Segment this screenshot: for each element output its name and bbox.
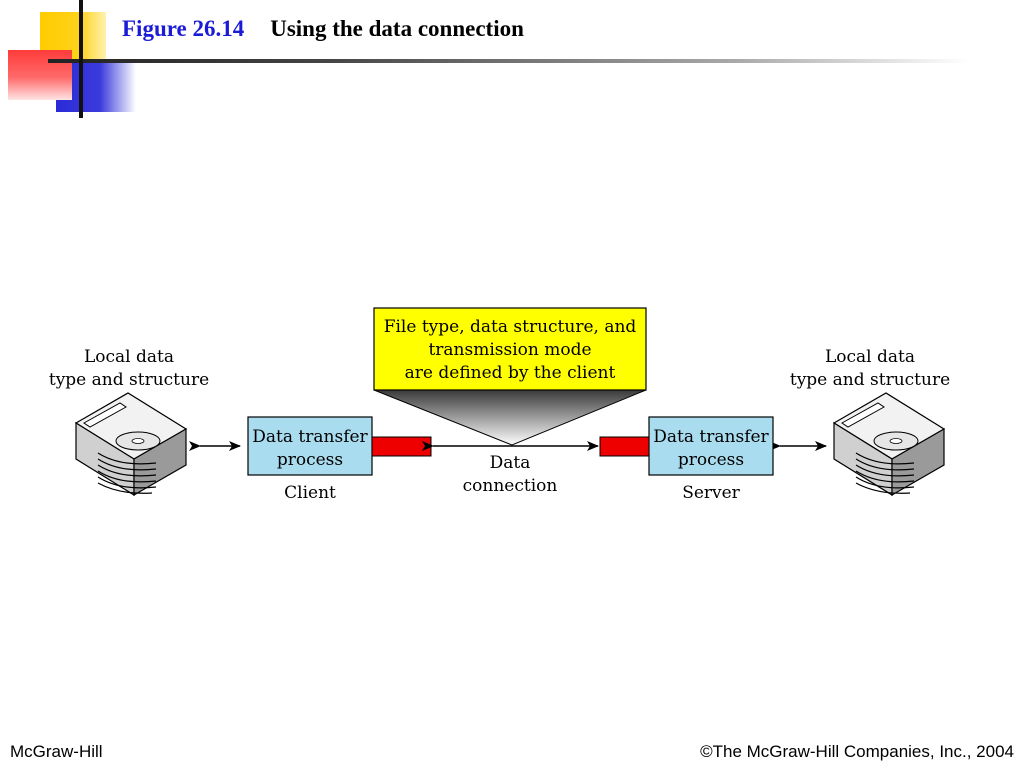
server-port <box>599 436 650 457</box>
callout-line-3: are defined by the client <box>405 363 616 383</box>
slide-title: Figure 26.14 Using the data connection <box>122 16 524 42</box>
connection-label-2: connection <box>463 476 558 496</box>
client-process-label-1: Data transfer <box>252 427 368 447</box>
client-port <box>371 436 432 457</box>
right-storage-label-1: Local data <box>825 347 915 367</box>
figure-title: Using the data connection <box>270 16 524 41</box>
right-storage-label-2: type and structure <box>790 370 950 390</box>
decor-horizontal-rule <box>48 59 968 63</box>
connection-label-1: Data <box>490 453 531 473</box>
callout-box <box>373 307 647 391</box>
callout-line-2: transmission mode <box>428 340 591 360</box>
left-storage-label-1: Local data <box>84 347 174 367</box>
left-storage-label-2: type and structure <box>49 370 209 390</box>
right-disk-drive-icon <box>832 392 946 497</box>
footer-publisher: McGraw-Hill <box>10 742 103 761</box>
server-process-label-1: Data transfer <box>653 427 769 447</box>
decor-red-square <box>8 50 72 100</box>
server-caption: Server <box>682 483 740 503</box>
server-process-label-2: process <box>678 450 744 470</box>
client-caption: Client <box>284 483 336 503</box>
figure-number: Figure 26.14 <box>122 16 245 41</box>
client-process-label-2: process <box>277 450 343 470</box>
left-disk-drive-icon <box>74 392 188 497</box>
callout-line-1: File type, data structure, and <box>384 317 637 337</box>
footer-copyright: ©The McGraw-Hill Companies, Inc., 2004 <box>700 742 1014 761</box>
server-process-box <box>648 416 774 476</box>
decor-vertical-rule <box>79 0 83 118</box>
